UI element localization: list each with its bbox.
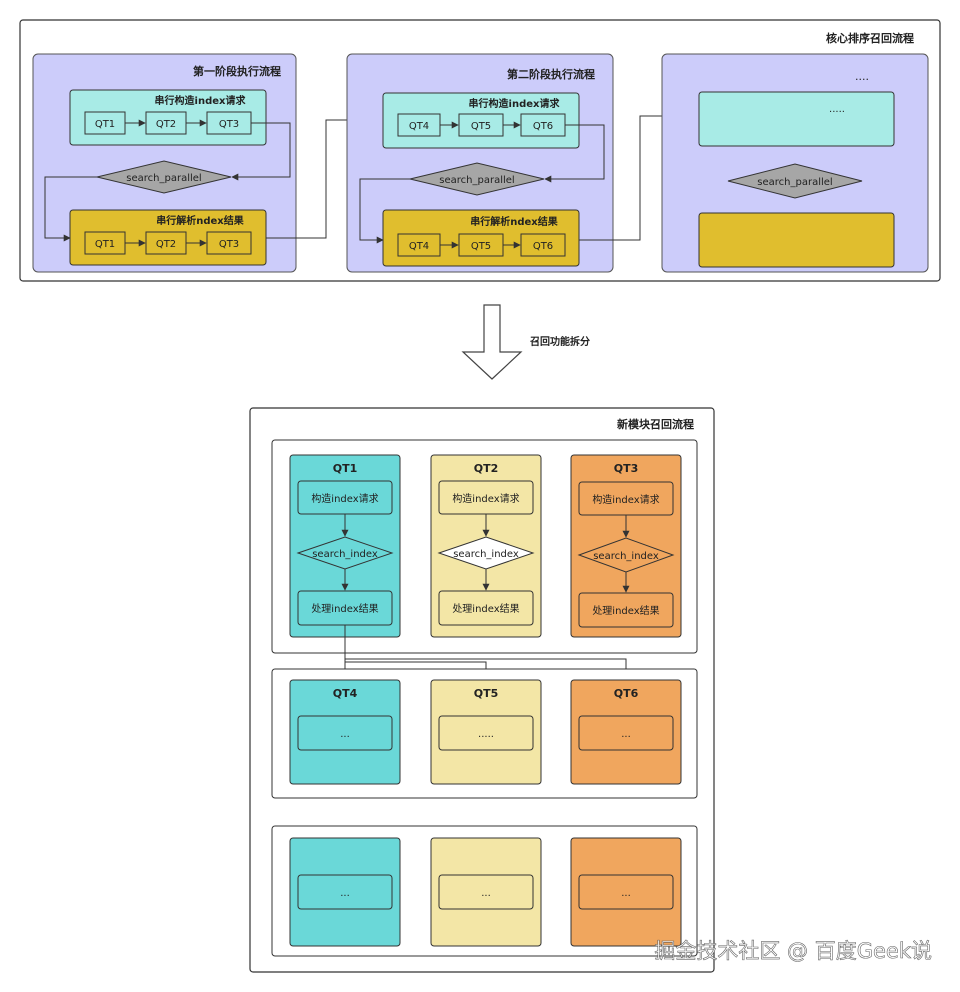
- stage1: 第一阶段执行流程 串行构造index请求 QT1 QT2 QT3 search_…: [32, 53, 297, 273]
- connector: [359, 178, 410, 244]
- stage1-parse-node-label: QT2: [156, 239, 176, 250]
- stage3-title: ....: [855, 70, 869, 83]
- stage1-title: 第一阶段执行流程: [193, 64, 281, 78]
- qt-search-label: search_index: [593, 551, 659, 562]
- stage2-parse-node-label: QT5: [471, 241, 491, 252]
- stage3-build-box: [698, 91, 895, 147]
- qt5-inner-box: [438, 715, 534, 751]
- qt-result-box: [438, 590, 534, 626]
- qt-column-title: QT1: [333, 462, 358, 475]
- qt-result-label: 处理index结果: [452, 602, 519, 615]
- qt-search-diamond: [296, 536, 394, 570]
- qt-search-label: search_index: [453, 549, 519, 560]
- split-down-arrow: [461, 304, 523, 380]
- qt6-inner-text: ...: [621, 729, 631, 740]
- qt-build-label: 构造index请求: [592, 493, 659, 506]
- stage3-build-text: .....: [829, 104, 845, 115]
- column-qt1: QT1 构造index请求 search_index 处理index结果: [289, 454, 401, 638]
- qt4-inner-text: ...: [340, 729, 350, 740]
- qt4-inner-box: [297, 715, 393, 751]
- stage2-title: 第二阶段执行流程: [507, 67, 595, 81]
- row3-yellow-inner-box: [438, 874, 534, 910]
- stage2-build-node-label: QT5: [471, 121, 491, 132]
- connector: [544, 124, 605, 183]
- stage2-parse-node-label: QT4: [409, 241, 429, 252]
- column-qt3: QT3 构造index请求 search_index 处理index结果: [570, 454, 682, 638]
- stage2-build-node-label: QT4: [409, 121, 429, 132]
- row3-cyan-inner-text: ...: [340, 888, 350, 899]
- row3-orange-inner-box: [578, 874, 674, 910]
- stage1-parse-node-label: QT1: [95, 239, 115, 250]
- stage2-parse-node: [520, 233, 566, 257]
- stage2-parse-node-label: QT6: [533, 241, 553, 252]
- stage3-search-label: search_parallel: [757, 177, 832, 188]
- top-title: 核心排序召回流程: [826, 31, 914, 45]
- qt-column-title: QT3: [614, 462, 639, 475]
- stage1-parse-node: [206, 231, 252, 255]
- stage1-build-node-label: QT1: [95, 119, 115, 130]
- stage1-build-title: 串行构造index请求: [155, 94, 247, 107]
- stage2: 第二阶段执行流程 串行构造index请求 QT4 QT5 QT6 search_…: [346, 53, 614, 273]
- qt5-inner-text: .....: [478, 729, 494, 740]
- qt-search-label: search_index: [312, 549, 378, 560]
- stage2-search-diamond: [409, 162, 545, 196]
- qt6-inner-box: [578, 715, 674, 751]
- qt6-title: QT6: [614, 687, 639, 700]
- stage2-parse-title: 串行解析ndex结果: [470, 215, 559, 228]
- qt-build-label: 构造index请求: [452, 492, 519, 505]
- stage1-search-label: search_parallel: [126, 173, 201, 184]
- connector: [231, 122, 291, 181]
- qt-result-box: [578, 592, 674, 628]
- split-label: 召回功能拆分: [530, 335, 590, 348]
- stage2-build-node-label: QT6: [533, 121, 553, 132]
- row3-orange-inner-text: ...: [621, 888, 631, 899]
- qt-search-diamond: [437, 536, 535, 570]
- stage2-search-label: search_parallel: [439, 175, 514, 186]
- stage1-parse-title: 串行解析ndex结果: [156, 214, 245, 227]
- connector: [44, 176, 97, 242]
- bottom-title: 新模块召回流程: [617, 417, 694, 431]
- stage2-build-title: 串行构造index请求: [469, 97, 561, 110]
- qt-search-diamond: [577, 537, 675, 573]
- stage3: .... ..... search_parallel: [661, 53, 929, 273]
- stage1-build-node-label: QT3: [219, 119, 239, 130]
- qt-build-label: 构造index请求: [311, 492, 378, 505]
- watermark: 掘金技术社区 @ 百度Geek说: [654, 939, 932, 963]
- row3-cyan-inner-box: [297, 874, 393, 910]
- row3-yellow-inner-text: ...: [481, 888, 491, 899]
- stage3-search-diamond: [727, 163, 863, 199]
- qt-result-label: 处理index结果: [592, 604, 659, 617]
- column-qt2: QT2 构造index请求 search_index 处理index结果: [430, 454, 542, 638]
- stage1-search-diamond: [96, 160, 232, 194]
- qt-result-label: 处理index结果: [311, 602, 378, 615]
- stage3-parse-box: [698, 212, 895, 268]
- qt-column-title: QT2: [474, 462, 499, 475]
- stage1-build-node-label: QT2: [156, 119, 176, 130]
- qt5-title: QT5: [474, 687, 499, 700]
- qt4-title: QT4: [333, 687, 358, 700]
- stage1-parse-node-label: QT3: [219, 239, 239, 250]
